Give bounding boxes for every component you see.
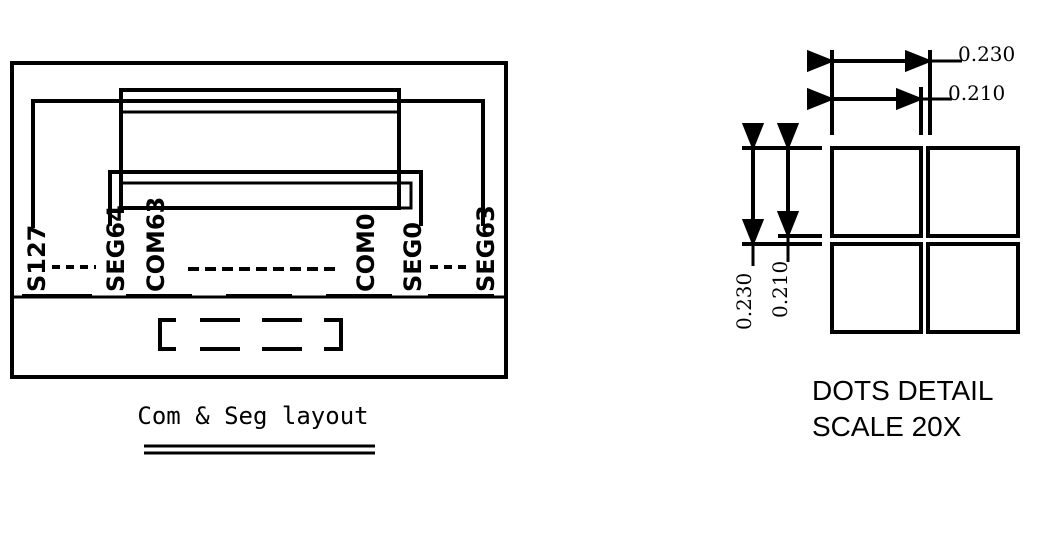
dots-detail	[741, 49, 1020, 334]
dim-label-pitch-h: 0.230	[958, 42, 1015, 66]
trace-s127-seg63	[31, 99, 485, 228]
pin-label-seg0: SEG0	[399, 222, 427, 292]
dots-detail-title: DOTS DETAIL	[812, 375, 994, 406]
layout-caption: Com & Seg layout	[137, 402, 368, 430]
ic-body-upper	[119, 88, 401, 210]
alignment-mark-right	[324, 318, 343, 351]
pin-label-com63: COM63	[142, 197, 170, 292]
dot	[830, 242, 923, 334]
ic-body-lower	[119, 181, 413, 210]
trace-seg64-seg0	[108, 170, 423, 226]
alignment-mark	[158, 318, 176, 351]
pin-label-seg63: SEG63	[472, 205, 500, 292]
dot	[926, 242, 1020, 334]
dot	[830, 146, 923, 238]
dim-label-pitch-v: 0.230	[732, 273, 756, 330]
com-seg-layout	[10, 61, 508, 379]
pin-label-com0: COM0	[352, 213, 380, 292]
dots-detail-scale: SCALE 20X	[812, 411, 962, 442]
pin-label-seg64: SEG64	[102, 205, 130, 292]
dot	[926, 146, 1020, 238]
panel-outline	[10, 61, 508, 379]
pin-label-s127: S127	[23, 225, 51, 292]
dim-label-dot-w: 0.210	[948, 81, 1005, 105]
dim-label-dot-h: 0.210	[768, 261, 792, 318]
